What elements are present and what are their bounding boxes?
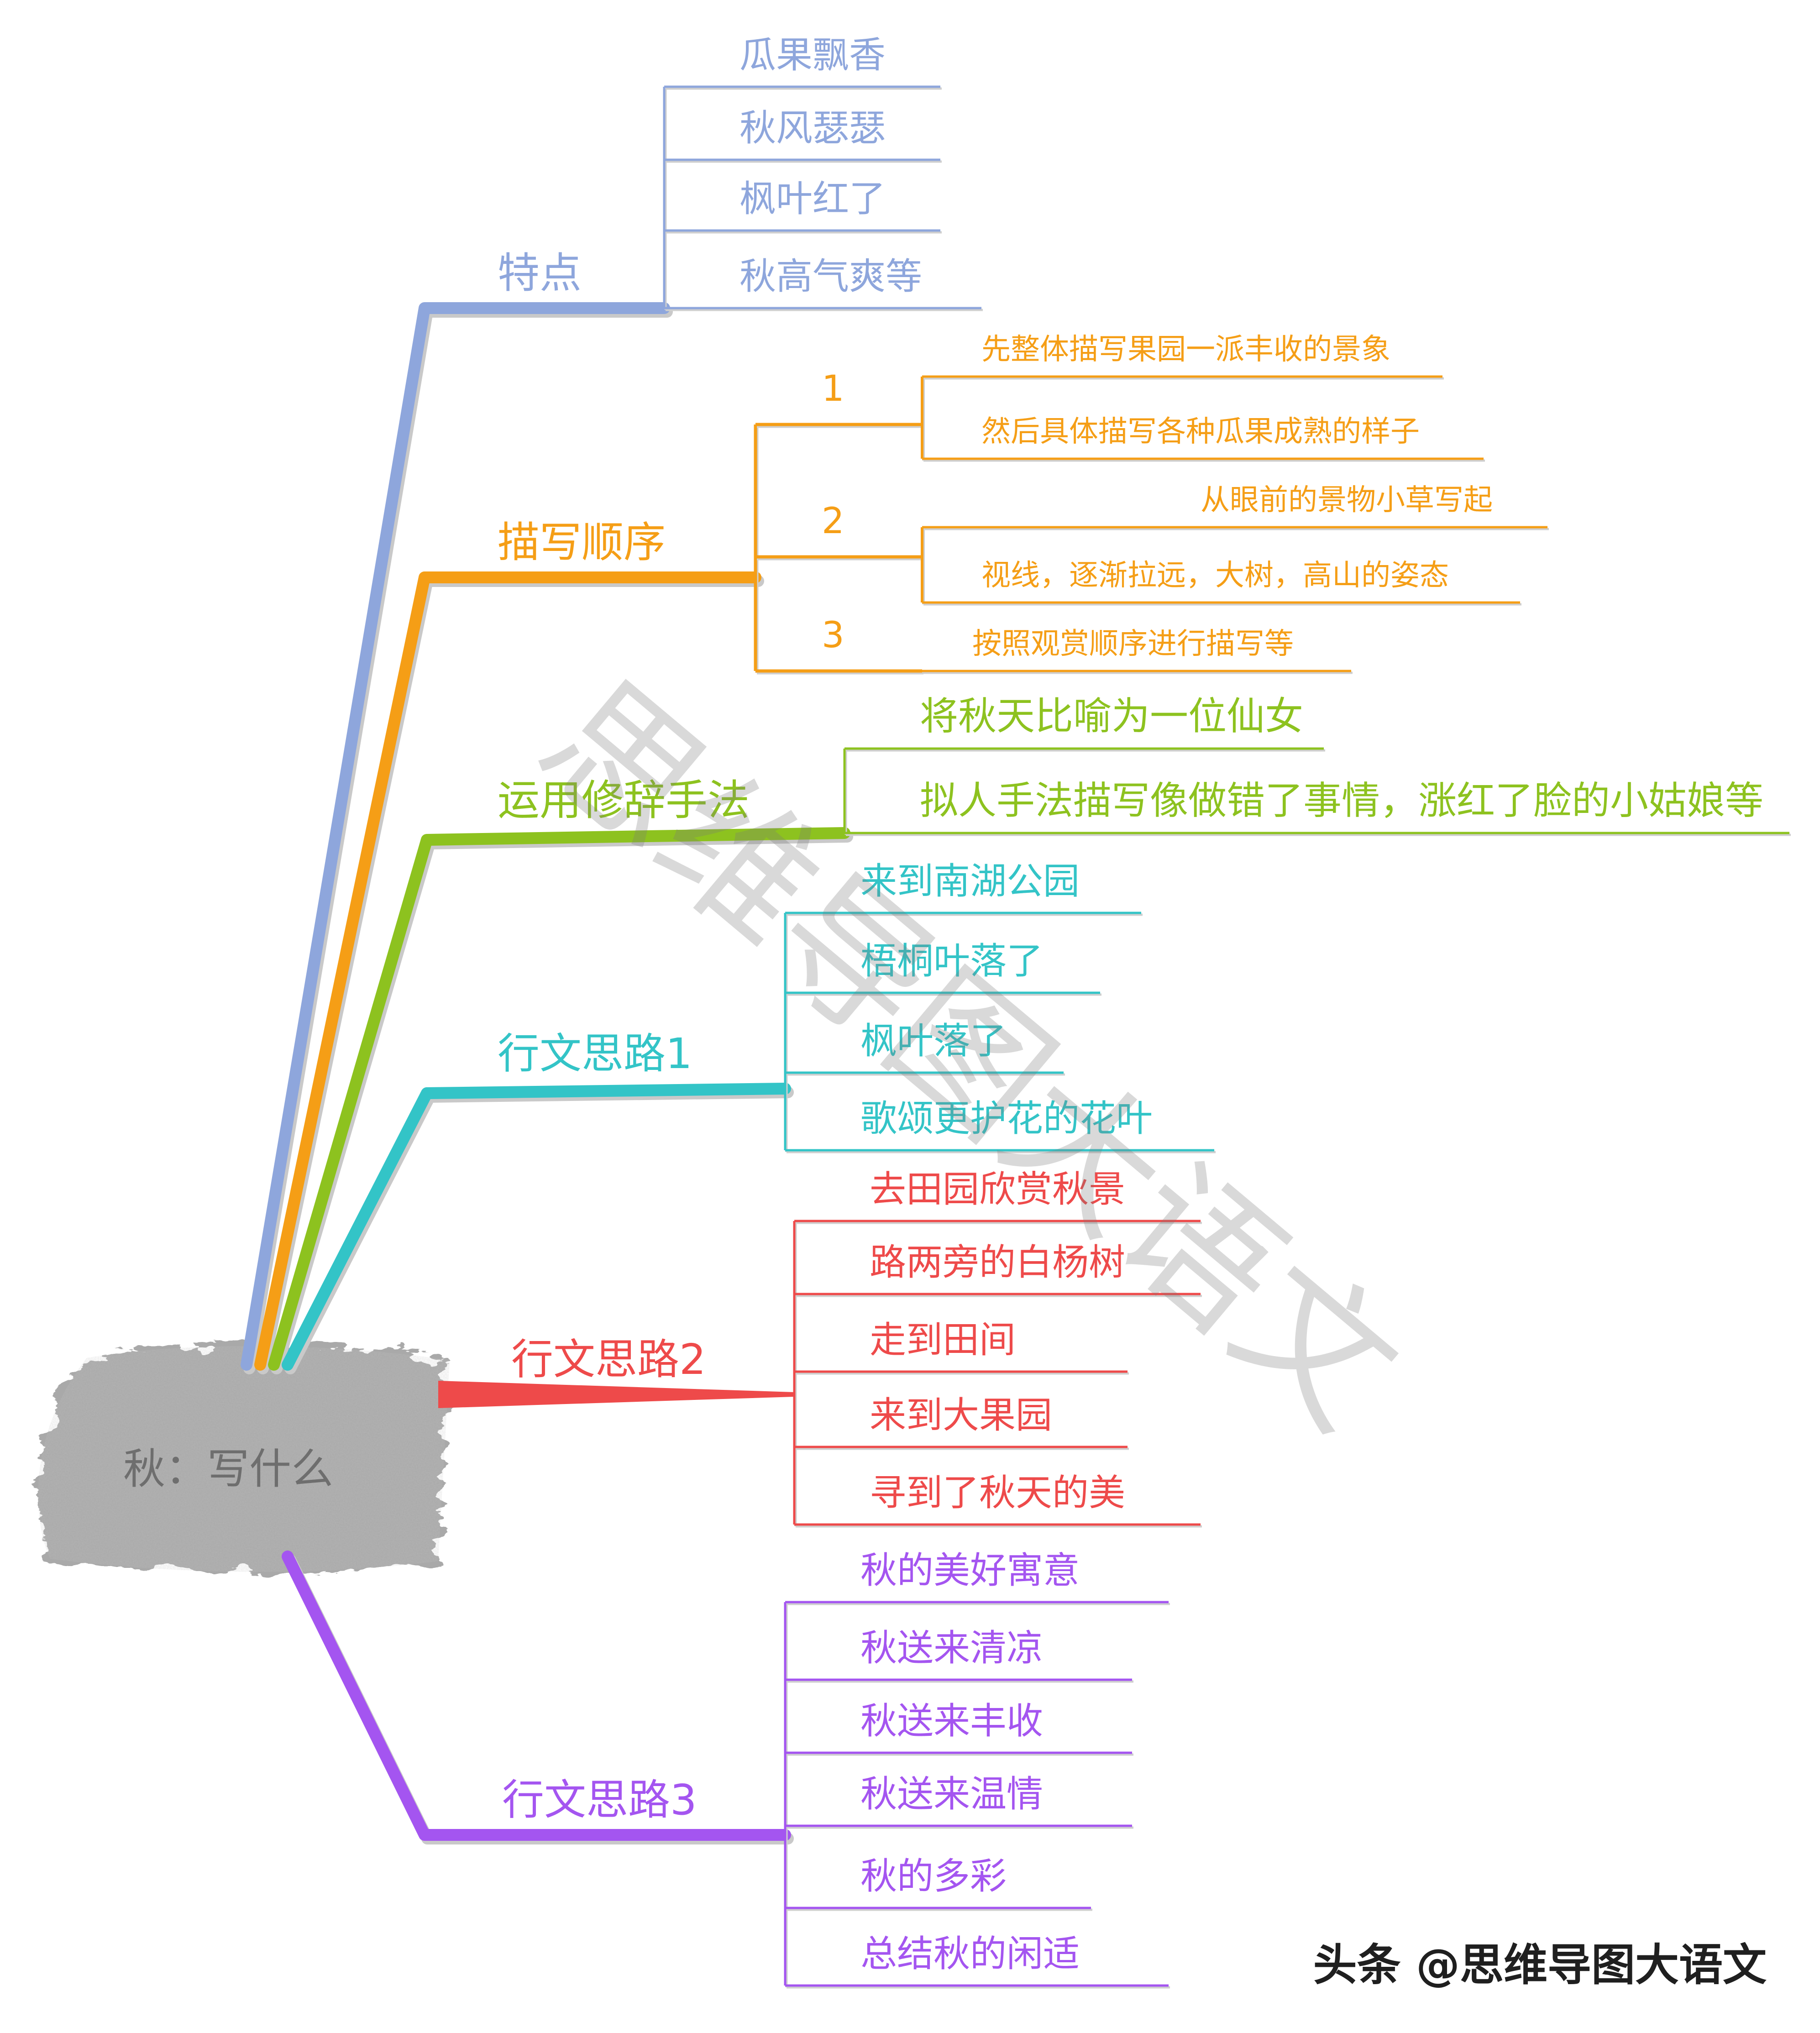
child-item[interactable]: 枫叶红了	[740, 178, 886, 220]
child-item[interactable]: 秋高气爽等	[740, 255, 922, 298]
child-item[interactable]: 秋的美好寓意	[860, 1549, 1080, 1592]
child-item[interactable]: 梧桐叶落了	[860, 940, 1043, 982]
child-item[interactable]: 从眼前的景物小草写起	[1201, 483, 1493, 517]
child-item[interactable]: 走到田间	[870, 1319, 1016, 1361]
child-item[interactable]: 秋送来温情	[860, 1773, 1043, 1815]
child-item[interactable]: 秋送来清凉	[860, 1627, 1043, 1669]
branch-connector	[438, 1381, 794, 1408]
child-item[interactable]: 将秋天比喻为一位仙女	[920, 694, 1303, 739]
group-number[interactable]: 1	[822, 368, 844, 409]
child-item[interactable]: 歌颂更护花的花叶	[860, 1097, 1153, 1140]
child-item[interactable]: 视线，逐渐拉远，大树，高山的姿态	[981, 559, 1449, 592]
child-item[interactable]: 来到南湖公园	[860, 860, 1080, 902]
credit-label: 头条 @思维导图大语文	[1313, 1939, 1767, 1991]
child-item[interactable]: 总结秋的闲适	[860, 1933, 1080, 1975]
group-number[interactable]: 2	[822, 501, 844, 542]
child-item[interactable]: 路两旁的白杨树	[870, 1241, 1125, 1284]
branch-label[interactable]: 行文思路1	[498, 1029, 692, 1078]
branch-connector	[241, 302, 670, 1371]
branch-connector	[282, 1083, 791, 1371]
child-item[interactable]: 枫叶落了	[860, 1020, 1007, 1062]
child-item[interactable]: 去田园欣赏秋景	[870, 1168, 1125, 1210]
branch-connector	[254, 571, 761, 1371]
child-item[interactable]: 然后具体描写各种瓜果成熟的样子	[981, 415, 1420, 449]
child-item[interactable]: 来到大果园	[870, 1394, 1052, 1436]
branch-connector	[268, 827, 850, 1371]
center-blob-grain	[38, 1346, 450, 1572]
child-item[interactable]: 按照观赏顺序进行描写等	[972, 627, 1294, 661]
branch-label[interactable]: 运用修辞手法	[498, 776, 750, 825]
child-item[interactable]: 寻到了秋天的美	[870, 1472, 1125, 1514]
center-node[interactable]: 秋：写什么	[38, 1346, 450, 1572]
child-item[interactable]: 秋的多彩	[860, 1855, 1007, 1897]
child-item[interactable]: 先整体描写果园一派丰收的景象	[981, 333, 1390, 367]
child-item[interactable]: 秋送来丰收	[860, 1700, 1043, 1742]
branch-connector	[282, 1551, 791, 1841]
child-item[interactable]: 瓜果飘香	[740, 34, 886, 76]
center-label: 秋：写什么	[123, 1445, 333, 1493]
child-item[interactable]: 秋风瑟瑟	[740, 107, 886, 149]
branch-shadow	[284, 1086, 794, 1374]
branch-label[interactable]: 行文思路3	[502, 1776, 697, 1824]
group-number[interactable]: 3	[822, 615, 844, 656]
branch-label[interactable]: 行文思路2	[511, 1335, 706, 1384]
branch-label[interactable]: 描写顺序	[498, 518, 666, 567]
child-item[interactable]: 拟人手法描写像做错了事情，涨红了脸的小姑娘等	[920, 778, 1763, 823]
branch-label[interactable]: 特点	[498, 249, 582, 298]
